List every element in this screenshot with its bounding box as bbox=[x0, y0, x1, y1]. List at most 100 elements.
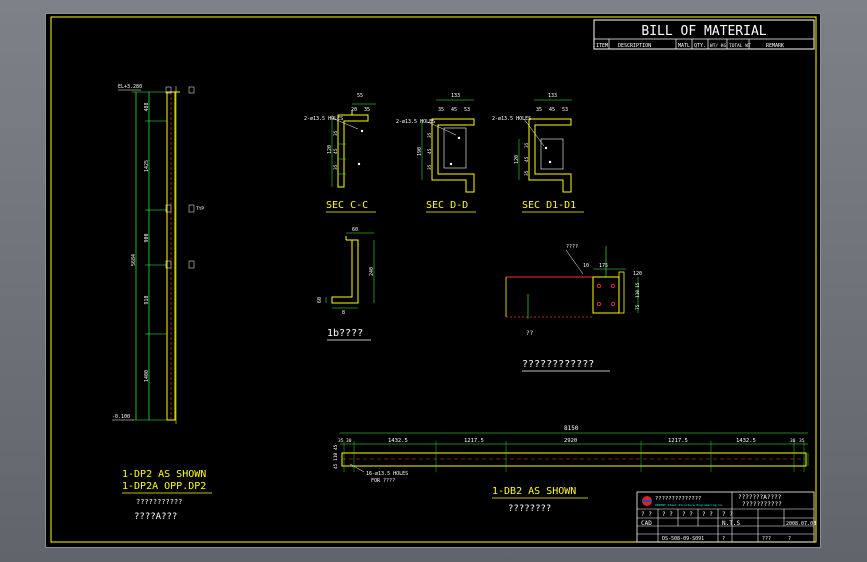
beam-seg-6: 1217.5 bbox=[668, 438, 688, 444]
sec-d1-dim-5: 120 bbox=[514, 155, 520, 164]
drawing-sheet: BILL OF MATERIAL ITEM DESCRIPTION MATL Q… bbox=[45, 13, 821, 548]
title-block-frame bbox=[636, 491, 815, 543]
sec-cc-dim-6: 45 bbox=[333, 148, 339, 154]
plate-dim-2: 240 bbox=[369, 267, 375, 276]
sec-cc-label: SEC C-C bbox=[326, 200, 368, 211]
sec-dd-note: 2-ø13.5 HOLES bbox=[396, 119, 435, 125]
column-seg-3: 900 bbox=[144, 233, 150, 242]
beam-body bbox=[341, 452, 807, 467]
project-title-1: ???????A???? bbox=[738, 494, 782, 501]
beam-seg-1: 35 bbox=[338, 438, 344, 444]
bom-header-description: DESCRIPTION bbox=[618, 43, 651, 49]
tb-cell-5: ? ? bbox=[722, 511, 733, 518]
plate-detail: 60 240 60 8 1b???? bbox=[317, 227, 375, 341]
column-note-3: ??????????? bbox=[136, 498, 182, 506]
column-seg-5: 1400 bbox=[144, 370, 150, 382]
column-seg-2: 1425 bbox=[144, 160, 150, 172]
sec-dd-dim-4: 53 bbox=[464, 107, 470, 113]
detail-dim-6: 15 bbox=[635, 282, 641, 288]
sec-d1-dim-6: 35 bbox=[524, 142, 530, 148]
sec-d1-dim-2: 35 bbox=[536, 107, 542, 113]
sec-dd-dim-2: 35 bbox=[438, 107, 444, 113]
beam-seg-7: 1432.5 bbox=[736, 438, 756, 444]
company-name-en: ORIENT Steel Structure Engineering Co. bbox=[655, 503, 724, 507]
sec-d1-dim-3: 45 bbox=[549, 107, 555, 113]
bom-header-matl: MATL bbox=[678, 43, 690, 49]
plate-label: 1b???? bbox=[327, 328, 363, 339]
column-note-1: 1-DP2 AS SHOWN bbox=[122, 469, 206, 480]
title-block: ?????????????? ORIENT Steel Structure En… bbox=[636, 491, 816, 543]
detail-note: ???? bbox=[566, 244, 578, 250]
project-title-2: ??????????? bbox=[742, 501, 782, 508]
detail-dim-1: 10 bbox=[583, 263, 589, 269]
sec-d1-dim-7: 45 bbox=[524, 156, 530, 162]
tb-cell-4: ? ? bbox=[702, 511, 713, 518]
detail-dim-4: 110 bbox=[635, 290, 641, 298]
beam-overall-dim: 8150 bbox=[564, 425, 579, 432]
tb-sheet: 2008.07.03 bbox=[786, 521, 816, 527]
column-bottom-level: -0.100 bbox=[112, 414, 130, 420]
sec-cc-dim-7: 35 bbox=[333, 164, 339, 170]
beam-label: 1-DB2 AS SHOWN bbox=[492, 486, 576, 497]
sec-d1-dim-4: 53 bbox=[562, 107, 568, 113]
column-note-2: 1-DP2A OPP.DP2 bbox=[122, 481, 206, 492]
beam-seg-4: 1217.5 bbox=[464, 438, 484, 444]
section-dd: 133 35 45 53 190 35 45 35 2-ø13.5 HOLES … bbox=[396, 93, 476, 213]
plate-dim-4: 8 bbox=[342, 310, 345, 316]
beam-seg-9: 35 bbox=[799, 438, 805, 444]
bom-header-qty: QTY. bbox=[694, 43, 706, 49]
bom-header-remark: REMARK bbox=[766, 43, 784, 49]
beam-seg-3: 1432.5 bbox=[388, 438, 408, 444]
sec-dd-dim-5: 190 bbox=[417, 147, 423, 156]
sec-cc-dim-4: 120 bbox=[327, 145, 333, 154]
sec-dd-dim-6: 35 bbox=[427, 132, 433, 138]
sec-d1-dim-8: 35 bbox=[524, 170, 530, 176]
sec-dd-dim-8: 35 bbox=[427, 164, 433, 170]
sec-cc-dim-1: 55 bbox=[357, 93, 363, 99]
sec-d1-label: SEC D1-D1 bbox=[522, 200, 576, 211]
sec-cc-dim-2: 20 bbox=[351, 107, 357, 113]
bom-header-item: ITEM bbox=[596, 43, 608, 49]
sec-d1-dim-1: 133 bbox=[548, 93, 557, 99]
sec-cc-dim-5: 35 bbox=[333, 130, 339, 136]
bom-header-wt: WT/ KG bbox=[710, 43, 727, 49]
tb-cad: CAD bbox=[641, 520, 652, 527]
column-note-4: ????A??? bbox=[134, 512, 177, 522]
sec-cc-dim-3: 35 bbox=[364, 107, 370, 113]
tb-r3: ? bbox=[788, 536, 791, 542]
tb-cell-3: ? ? bbox=[682, 511, 693, 518]
beam-sublabel: ???????? bbox=[508, 504, 551, 514]
bom-header-total: TOTAL WT bbox=[729, 43, 751, 49]
bom-frame bbox=[593, 19, 815, 50]
beam-holes-note: 16-ø13.5 HOLES bbox=[366, 471, 408, 477]
column-body bbox=[166, 91, 176, 421]
cad-drawing: BILL OF MATERIAL ITEM DESCRIPTION MATL Q… bbox=[50, 16, 817, 543]
detail-dim-5: 75 bbox=[635, 304, 641, 310]
column-total-dim: 5684 bbox=[131, 254, 137, 266]
section-d1: 133 35 45 53 120 35 45 35 2-ø13.5 HOLES … bbox=[492, 93, 584, 213]
detail-dim-2: 175 bbox=[599, 263, 608, 269]
beam-seg-8: 30 bbox=[790, 438, 796, 444]
column-tag-typ: TYP bbox=[196, 206, 204, 212]
beam-elevation: 8150 35 30 1432.5 1217.5 2920 1217.5 143… bbox=[333, 425, 809, 514]
detail-dim-3: 120 bbox=[633, 271, 642, 277]
tb-cell-2: ? ? bbox=[662, 511, 673, 518]
sec-dd-dim-7: 45 bbox=[427, 148, 433, 154]
tb-r1: ? bbox=[722, 536, 725, 542]
detail-label: ???????????? bbox=[522, 359, 594, 370]
beam-seg-2: 30 bbox=[346, 438, 352, 444]
drawing-border bbox=[50, 16, 817, 543]
column-top-level: EL+3.280 bbox=[118, 84, 142, 90]
detail-sub-label: ?? bbox=[526, 330, 534, 337]
beam-holes-sub: FOR ???? bbox=[371, 478, 395, 484]
tb-r2: ??? bbox=[762, 536, 771, 542]
bill-of-material: BILL OF MATERIAL ITEM DESCRIPTION MATL Q… bbox=[593, 19, 815, 50]
plate-dim-1: 60 bbox=[352, 227, 358, 233]
connection-plate bbox=[592, 276, 620, 314]
company-name: ?????????????? bbox=[655, 496, 701, 502]
column-notes: 1-DP2 AS SHOWN 1-DP2A OPP.DP2 ??????????… bbox=[122, 469, 212, 522]
section-cc: 55 20 35 120 35 45 35 2-ø13.5 HOLES SEC … bbox=[304, 93, 376, 213]
column-seg-4: 910 bbox=[144, 295, 150, 304]
connection-detail: ???? 10 175 120 110 75 15 ?? ???????????… bbox=[505, 244, 642, 372]
beam-side-dims: 45 110 45 bbox=[333, 444, 339, 469]
